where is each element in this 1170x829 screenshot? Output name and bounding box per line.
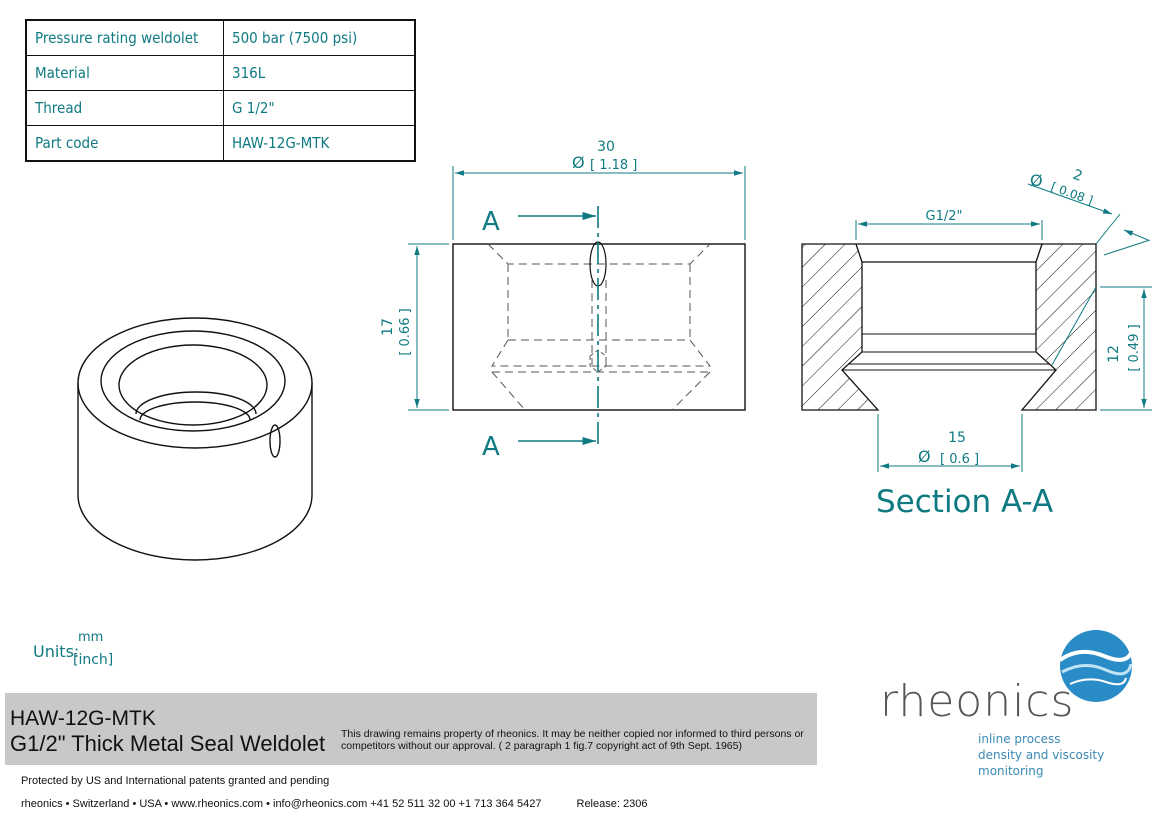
depth-dimension-mm: 12 [1106, 345, 1122, 363]
width-dimension-inch: [ 1.18 ] [590, 158, 637, 173]
patent-notice: Protected by US and International patent… [21, 775, 330, 787]
spec-key: Thread [25, 90, 224, 126]
height-dimension-inch: [ 0.66 ] [398, 308, 413, 355]
tagline-line: monitoring [978, 764, 1044, 778]
table-row: Part code HAW-12G-MTK [25, 125, 416, 162]
isometric-view [77, 317, 313, 561]
spec-value: HAW-12G-MTK [223, 125, 416, 162]
spec-key: Material [25, 55, 224, 91]
units-label: Units: [33, 642, 80, 661]
spec-value: G 1/2" [223, 90, 416, 126]
spec-value: 500 bar (7500 psi) [223, 19, 416, 56]
part-name-title: G1/2" Thick Metal Seal Weldolet [10, 731, 326, 756]
table-row: Thread G 1/2" [25, 90, 416, 126]
copyright-notice: This drawing remains property of rheonic… [341, 728, 804, 752]
logo-tagline: inline process density and viscosity mon… [978, 731, 1104, 779]
rheonics-logo-icon [1058, 630, 1134, 702]
spec-key: Part code [25, 125, 224, 162]
footer: rheonics • Switzerland • USA • www.rheon… [21, 798, 647, 810]
spec-table: Pressure rating weldolet 500 bar (7500 p… [25, 19, 416, 162]
units-mm: mm [78, 630, 104, 645]
chamfer-diameter-symbol: Ø [1030, 171, 1043, 190]
release-number: Release: 2306 [576, 798, 648, 810]
table-row: Material 316L [25, 55, 416, 91]
bore-diameter-symbol: Ø [918, 447, 931, 466]
width-dimension-mm: 30 [597, 139, 615, 155]
section-title: Section A-A [876, 484, 1053, 520]
bore-dimension-mm: 15 [948, 430, 966, 446]
depth-dimension-inch: [ 0.49 ] [1127, 324, 1142, 371]
bore-dimension-inch: [ 0.6 ] [940, 452, 979, 467]
units-inch: [inch] [73, 652, 114, 668]
tagline-line: inline process [978, 732, 1061, 746]
title-block: HAW-12G-MTK G1/2" Thick Metal Seal Weldo… [5, 693, 817, 765]
chamfer-dimension-mm: 2 [1071, 167, 1085, 185]
height-dimension-mm: 17 [380, 318, 396, 336]
thread-dimension: G1/2" [926, 209, 963, 224]
table-row: Pressure rating weldolet 500 bar (7500 p… [25, 19, 416, 56]
chamfer-dimension-inch: [ 0.08 ] [1049, 180, 1095, 208]
logo-wordmark: rheonics [880, 676, 1075, 727]
section-mark-top: A [482, 207, 500, 237]
section-mark-bottom: A [482, 432, 500, 462]
section-view: G1/2" Ø 2 [ 0.08 ] 12 [ 0.49 ] 15 Ø [ 0.… [801, 167, 1152, 520]
part-code-title: HAW-12G-MTK [10, 707, 156, 730]
footer-contact: rheonics • Switzerland • USA • www.rheon… [21, 798, 542, 810]
front-view: A A 30 Ø [ 1.18 ] 17 [ 0.66 ] [380, 139, 746, 462]
diameter-symbol: Ø [572, 153, 585, 172]
tagline-line: density and viscosity [978, 748, 1105, 762]
